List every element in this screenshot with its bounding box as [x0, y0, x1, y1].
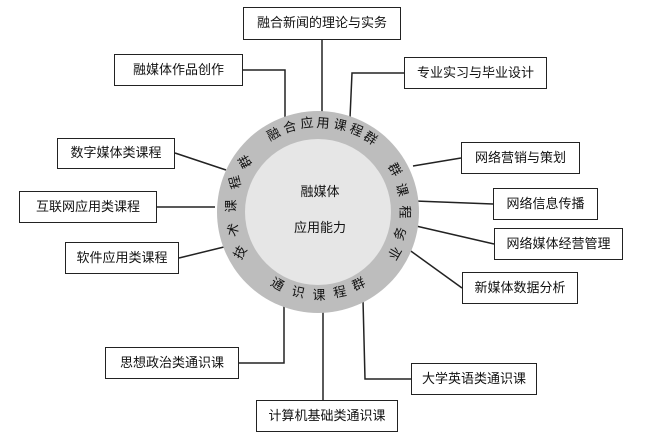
box-net-info-spread: 网络信息传播 — [493, 188, 598, 220]
box-net-marketing: 网络营销与策划 — [461, 142, 580, 174]
ring-right-char: 业 — [386, 245, 405, 264]
box-english-general: 大学英语类通识课 — [411, 363, 537, 395]
ring-bottom-char: 群 — [350, 276, 368, 295]
ring-bottom-char: 程 — [332, 284, 348, 301]
connector-b5 — [412, 157, 462, 167]
box-media-works: 融媒体作品创作 — [114, 54, 243, 86]
connector-b12 — [362, 299, 411, 380]
connector-b10 — [407, 248, 463, 289]
connector-b3 — [349, 72, 404, 119]
ring-right-char: 务 — [391, 225, 410, 242]
ring-left-char: 术 — [225, 222, 243, 238]
ring-left-char: 群 — [236, 152, 255, 171]
ring-left-char: 课 — [225, 199, 240, 212]
box-newmedia-data: 新媒体数据分析 — [462, 272, 578, 304]
ring-right-char: 程 — [397, 205, 412, 218]
connector-b7 — [414, 200, 494, 205]
ring-bottom-char: 识 — [290, 284, 306, 301]
box-digital-media: 数字媒体类课程 — [57, 138, 175, 169]
ring-right-char: 课 — [392, 182, 410, 198]
ring-left-char: 程 — [227, 174, 245, 190]
connector-b9 — [178, 245, 229, 259]
ring-bottom-char: 通 — [268, 275, 287, 294]
connector-b8 — [415, 225, 495, 245]
inner-circle — [245, 139, 391, 285]
connector-b11 — [239, 300, 285, 364]
center-line-1: 融媒体 — [300, 185, 339, 200]
box-politics-general: 思想政治类通识课 — [105, 347, 239, 379]
box-internship-thesis: 专业实习与毕业设计 — [404, 57, 547, 89]
ring-top-char: 合 — [282, 119, 299, 137]
ring-top-char: 用 — [316, 116, 330, 132]
connector-b4 — [174, 152, 227, 171]
ring-top-char: 应 — [300, 115, 315, 132]
box-computer-general: 计算机基础类通识课 — [256, 400, 398, 432]
box-fused-news-theory: 融合新闻的理论与实务 — [243, 7, 401, 40]
ring-bottom-char: 课 — [312, 289, 325, 304]
connector-b2 — [243, 69, 286, 120]
box-software-apps: 软件应用类课程 — [65, 242, 179, 274]
ring-right-char: 群 — [384, 161, 403, 180]
ring-top-char: 课 — [332, 117, 348, 135]
ring-top-char: 程 — [347, 122, 365, 141]
center-line-2: 应用能力 — [294, 220, 346, 236]
box-internet-apps: 互联网应用类课程 — [19, 191, 157, 223]
ring-left-char: 技 — [231, 244, 250, 263]
ring-top-char: 融 — [265, 125, 284, 144]
box-net-media-mgmt: 网络媒体经营管理 — [494, 228, 623, 260]
